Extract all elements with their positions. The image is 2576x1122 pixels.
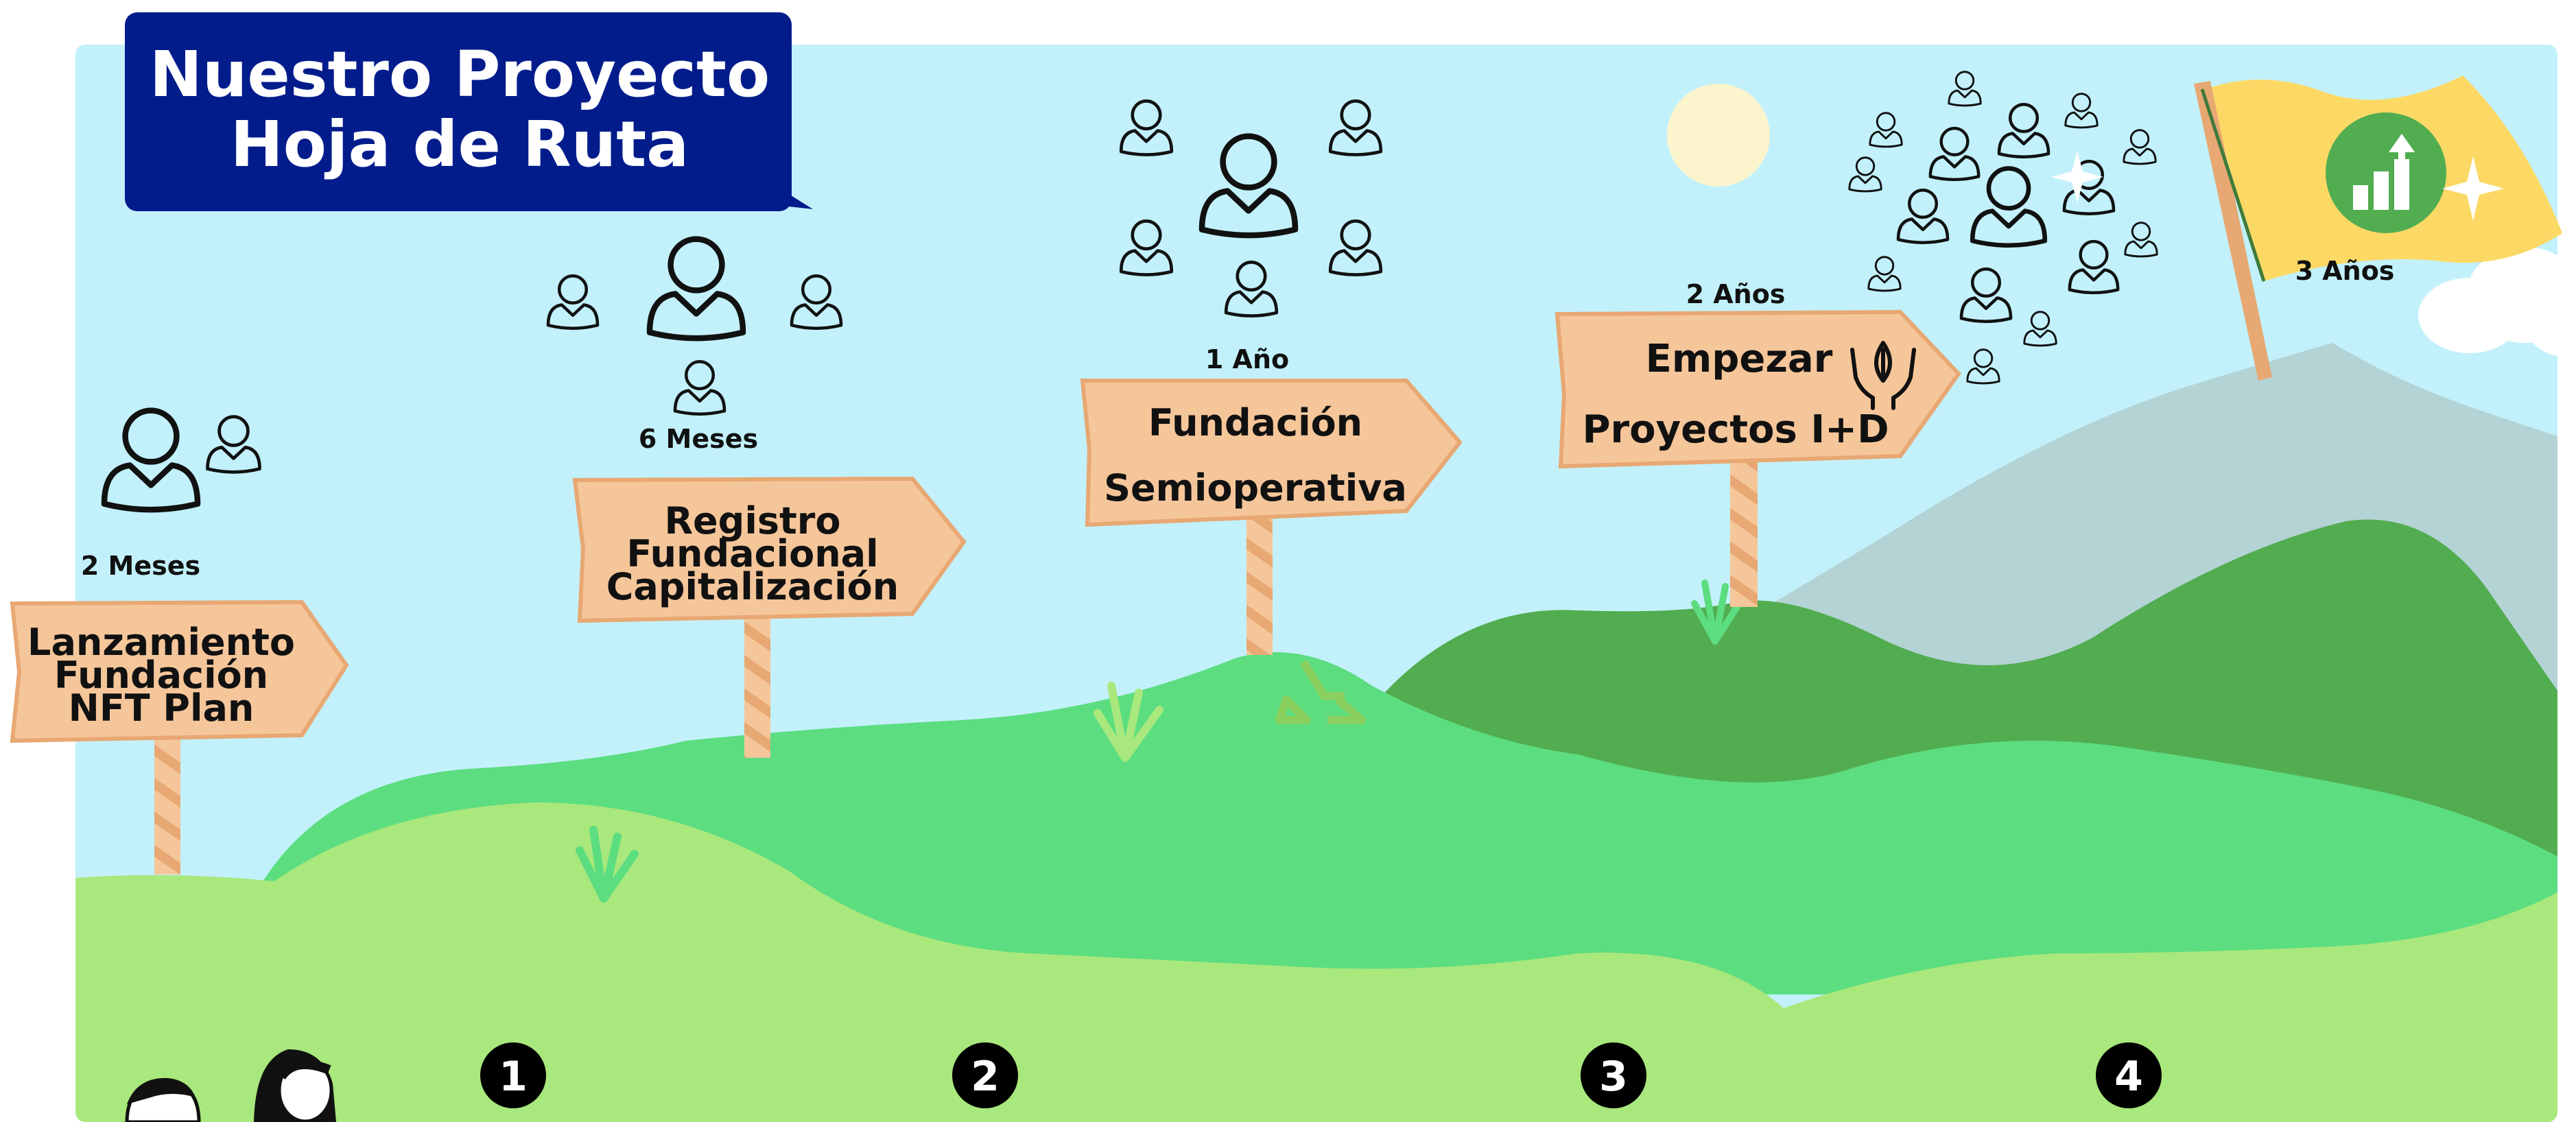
sign-line: Proyectos I+D (1582, 407, 1889, 452)
flag-pole (2194, 81, 2272, 381)
sign-board (572, 476, 967, 623)
step-marker: 2 (952, 1042, 1018, 1108)
sign-post (154, 734, 180, 874)
hands-leaf-icon (1850, 341, 1916, 410)
step-number: 1 (499, 1053, 528, 1101)
step-number: 3 (1599, 1053, 1628, 1101)
sign-post (1246, 518, 1273, 655)
sparkle-icon (2051, 151, 2103, 203)
step-number: 2 (971, 1053, 1000, 1101)
milestone-sign-2: 6 Meses Registro Fundacional Capitalizac… (548, 239, 967, 758)
recycle-icon (1275, 659, 1366, 724)
sun-icon (1667, 84, 1770, 187)
sign-line: Registro (664, 499, 840, 542)
sign-line: Capitalización (606, 565, 899, 608)
sparkle-icon (2442, 156, 2504, 221)
goal-flag: 3 Años (2194, 75, 2562, 381)
milestone-sign-3: 1 Año Fundación Semioperativa (1080, 101, 1463, 655)
milestone-time: 2 Meses (81, 551, 200, 581)
sign-line: Fundación (1148, 401, 1362, 444)
grass-icon (1094, 682, 1163, 762)
person-illustration (254, 1049, 336, 1122)
milestone-sign-4: 2 Años Empezar Proyectos I+D (1555, 279, 1961, 607)
title-line-2: Hoja de Ruta (231, 108, 689, 181)
sign-line: Fundación (54, 654, 268, 697)
crowd (1848, 71, 2158, 385)
step-marker: 4 (2096, 1042, 2162, 1108)
bar-chart-icon (2353, 134, 2415, 210)
sign-post (744, 617, 770, 758)
sign-post (1730, 459, 1758, 607)
step-number: 4 (2114, 1053, 2143, 1101)
sign-board (1555, 309, 1961, 469)
sign-board (1080, 379, 1463, 527)
goal-time: 3 Años (2295, 256, 2395, 286)
hill-light (75, 802, 2557, 1122)
title-banner: Nuestro Proyecto Hoja de Ruta (125, 12, 813, 211)
sign-line: Empezar (1646, 337, 1833, 381)
cloud-icon (2418, 247, 2557, 357)
person-illustration (125, 1077, 201, 1122)
sign-line: Semioperativa (1104, 466, 1407, 510)
title-line-1: Nuestro Proyecto (150, 38, 770, 111)
milestone-time: 1 Año (1205, 344, 1289, 374)
sign-line: Fundacional (626, 532, 878, 575)
milestone-sign-1: 2 Meses Lanzamiento Fundación NFT Plan (10, 411, 349, 874)
sign-board (10, 599, 349, 743)
grass-icon (1691, 580, 1742, 645)
milestone-time: 6 Meses (639, 424, 758, 454)
milestone-time: 2 Años (1686, 279, 1786, 309)
sign-line: Lanzamiento (27, 621, 295, 664)
step-marker: 3 (1581, 1042, 1646, 1108)
sign-line: NFT Plan (69, 687, 255, 730)
step-marker: 1 (480, 1042, 546, 1108)
grass-icon (576, 826, 639, 903)
